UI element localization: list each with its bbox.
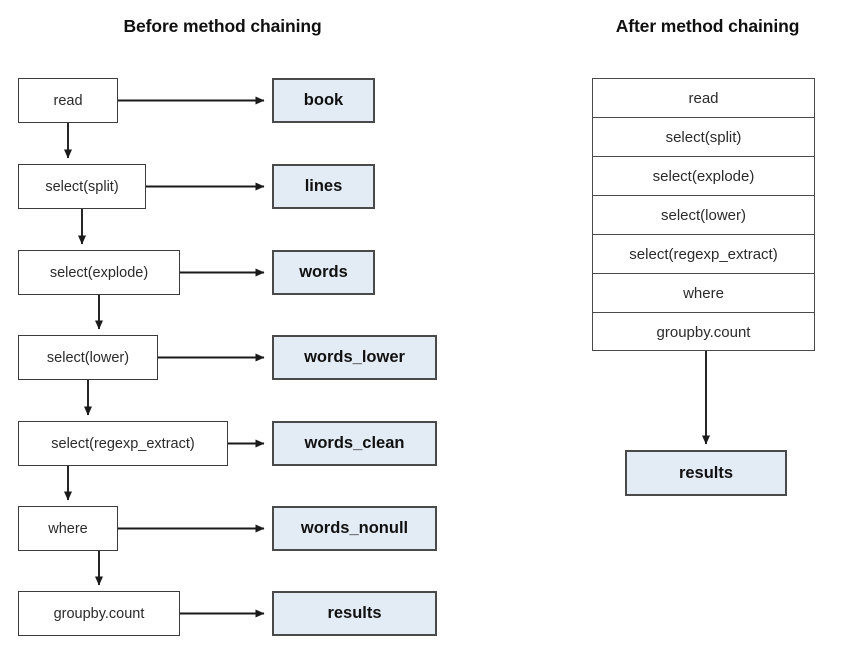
chain-row: select(regexp_extract) — [593, 235, 814, 274]
before-output-box: words_clean — [272, 421, 437, 466]
chain-row: where — [593, 274, 814, 313]
before-output-box: lines — [272, 164, 375, 209]
before-output-box: words — [272, 250, 375, 295]
before-output-box: words_nonull — [272, 506, 437, 551]
before-output-box: book — [272, 78, 375, 123]
before-step-box: select(regexp_extract) — [18, 421, 228, 466]
chain-row: read — [593, 79, 814, 118]
before-step-box: select(split) — [18, 164, 146, 209]
before-step-box: select(lower) — [18, 335, 158, 380]
chain-row: groupby.count — [656, 324, 751, 341]
before-step-box: where — [18, 506, 118, 551]
before-step-box: select(explode) — [18, 250, 180, 295]
chain-row: select(explode) — [593, 157, 814, 196]
before-output-box: results — [272, 591, 437, 636]
before-output-box: words_lower — [272, 335, 437, 380]
before-step-box: groupby.count — [18, 591, 180, 636]
panel-title-after: After method chaining — [615, 16, 800, 36]
chain-row: select(lower) — [593, 196, 814, 235]
chain-row: select(split) — [593, 118, 814, 157]
panel-title-before: Before method chaining — [123, 16, 322, 36]
after-results-box: results — [625, 450, 787, 496]
before-step-box: read — [18, 78, 118, 123]
